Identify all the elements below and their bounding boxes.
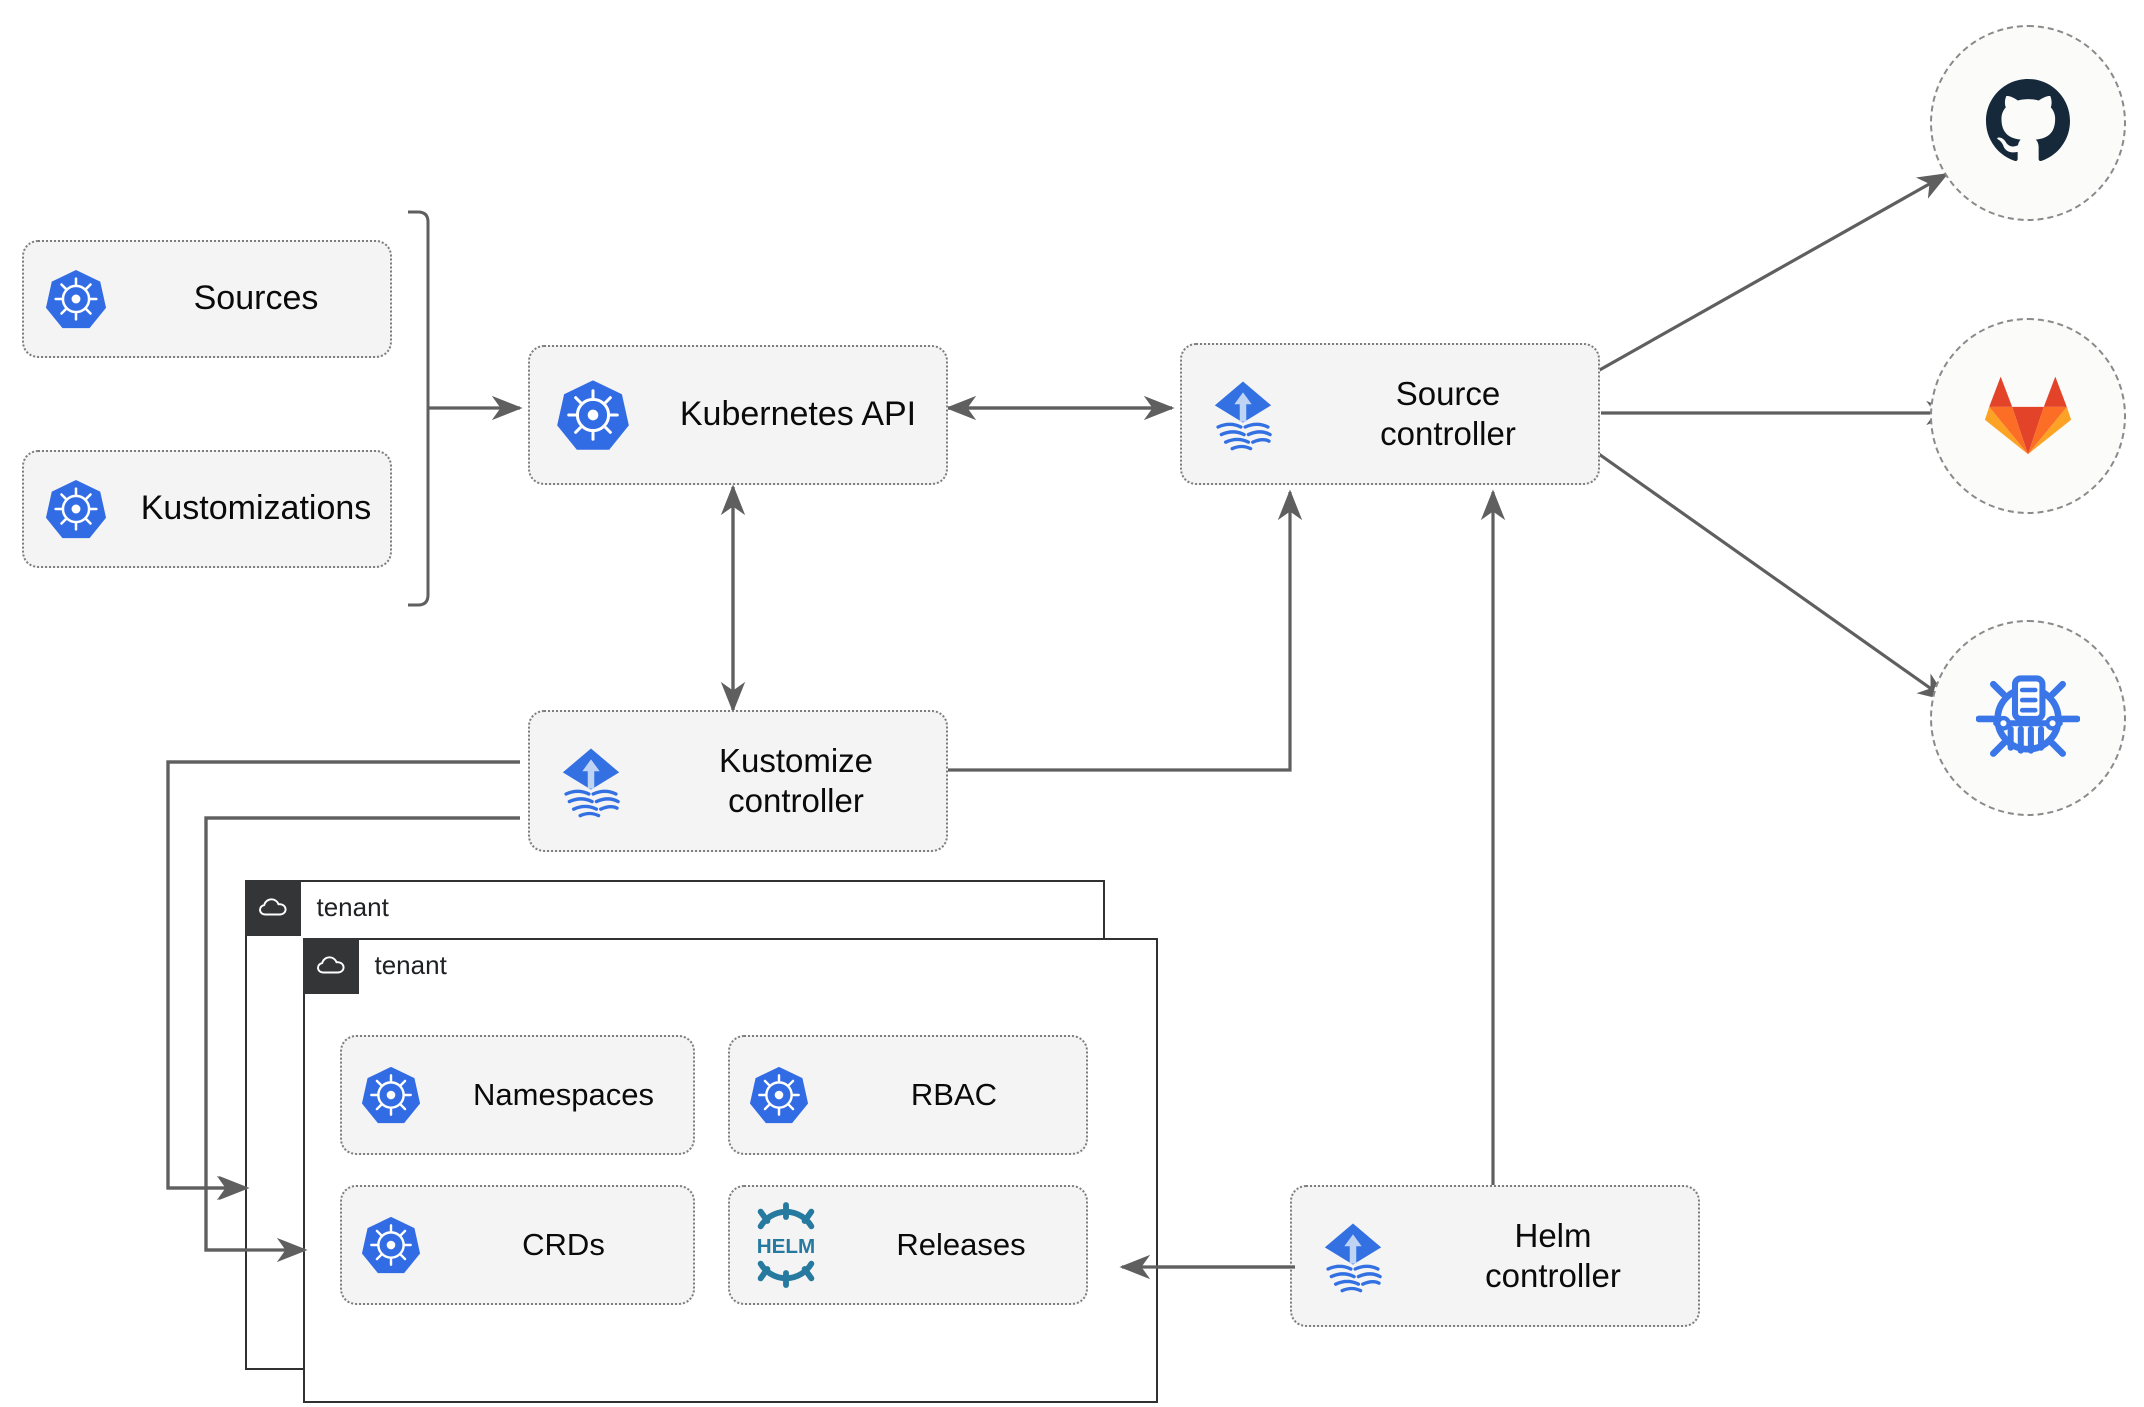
node-kustomizations[interactable]: Kustomizations bbox=[22, 450, 392, 568]
flux-icon bbox=[1292, 1217, 1414, 1295]
tenant-header-outer: tenant bbox=[244, 879, 389, 936]
kubernetes-icon bbox=[530, 378, 656, 452]
node-github[interactable] bbox=[1930, 25, 2126, 221]
flux-icon bbox=[530, 742, 652, 820]
cloud-icon bbox=[244, 879, 301, 936]
tenant-header-inner: tenant bbox=[302, 937, 447, 994]
node-helm-repository[interactable] bbox=[1930, 620, 2126, 816]
node-source-controller-label: Source controller bbox=[1380, 374, 1516, 452]
kubernetes-icon bbox=[730, 1065, 828, 1125]
node-crds[interactable]: CRDs bbox=[340, 1185, 695, 1305]
node-sources[interactable]: Sources bbox=[22, 240, 392, 358]
helm-repository-icon bbox=[1975, 664, 2081, 773]
kubernetes-icon bbox=[24, 268, 128, 330]
github-icon bbox=[1980, 73, 2076, 174]
node-helm-controller-label: Helm controller bbox=[1485, 1216, 1621, 1294]
node-kubernetes-api[interactable]: Kubernetes API bbox=[528, 345, 948, 485]
node-rbac[interactable]: RBAC bbox=[728, 1035, 1088, 1155]
node-releases[interactable]: HELM Releases bbox=[728, 1185, 1088, 1305]
node-rbac-label: RBAC bbox=[910, 1077, 998, 1113]
node-namespaces[interactable]: Namespaces bbox=[340, 1035, 695, 1155]
node-releases-label: Releases bbox=[896, 1227, 1026, 1263]
kubernetes-icon bbox=[24, 478, 128, 540]
node-source-controller[interactable]: Source controller bbox=[1180, 343, 1600, 485]
node-crds-label: CRDs bbox=[522, 1227, 605, 1263]
edge-source-controller-to-helm-repository bbox=[1595, 450, 1949, 702]
helm-icon: HELM bbox=[730, 1197, 842, 1293]
tenant-label-inner: tenant bbox=[374, 950, 447, 980]
kubernetes-icon bbox=[342, 1215, 440, 1275]
tenant-label-outer: tenant bbox=[316, 892, 389, 922]
gitlab-icon bbox=[1982, 370, 2074, 463]
edge-kustomize-controller-to-source-controller bbox=[948, 489, 1303, 772]
node-helm-controller[interactable]: Helm controller bbox=[1290, 1185, 1700, 1327]
node-gitlab[interactable] bbox=[1930, 318, 2126, 514]
kubernetes-icon bbox=[342, 1065, 440, 1125]
edge-bracket-custom-resources bbox=[408, 210, 430, 607]
node-kustomize-controller[interactable]: Kustomize controller bbox=[528, 710, 948, 852]
node-sources-label: Sources bbox=[193, 279, 319, 318]
cloud-icon bbox=[302, 937, 359, 994]
tenant-container-inner[interactable]: tenant bbox=[302, 937, 1158, 1403]
node-kustomizations-label: Kustomizations bbox=[140, 489, 372, 528]
node-namespaces-label: Namespaces bbox=[473, 1077, 654, 1113]
node-kustomize-controller-label: Kustomize controller bbox=[718, 741, 874, 819]
helm-wordmark: HELM bbox=[757, 1235, 816, 1258]
node-kubernetes-api-label: Kubernetes API bbox=[679, 395, 917, 434]
flux-icon bbox=[1182, 375, 1304, 453]
edge-source-controller-to-github bbox=[1595, 172, 1949, 374]
